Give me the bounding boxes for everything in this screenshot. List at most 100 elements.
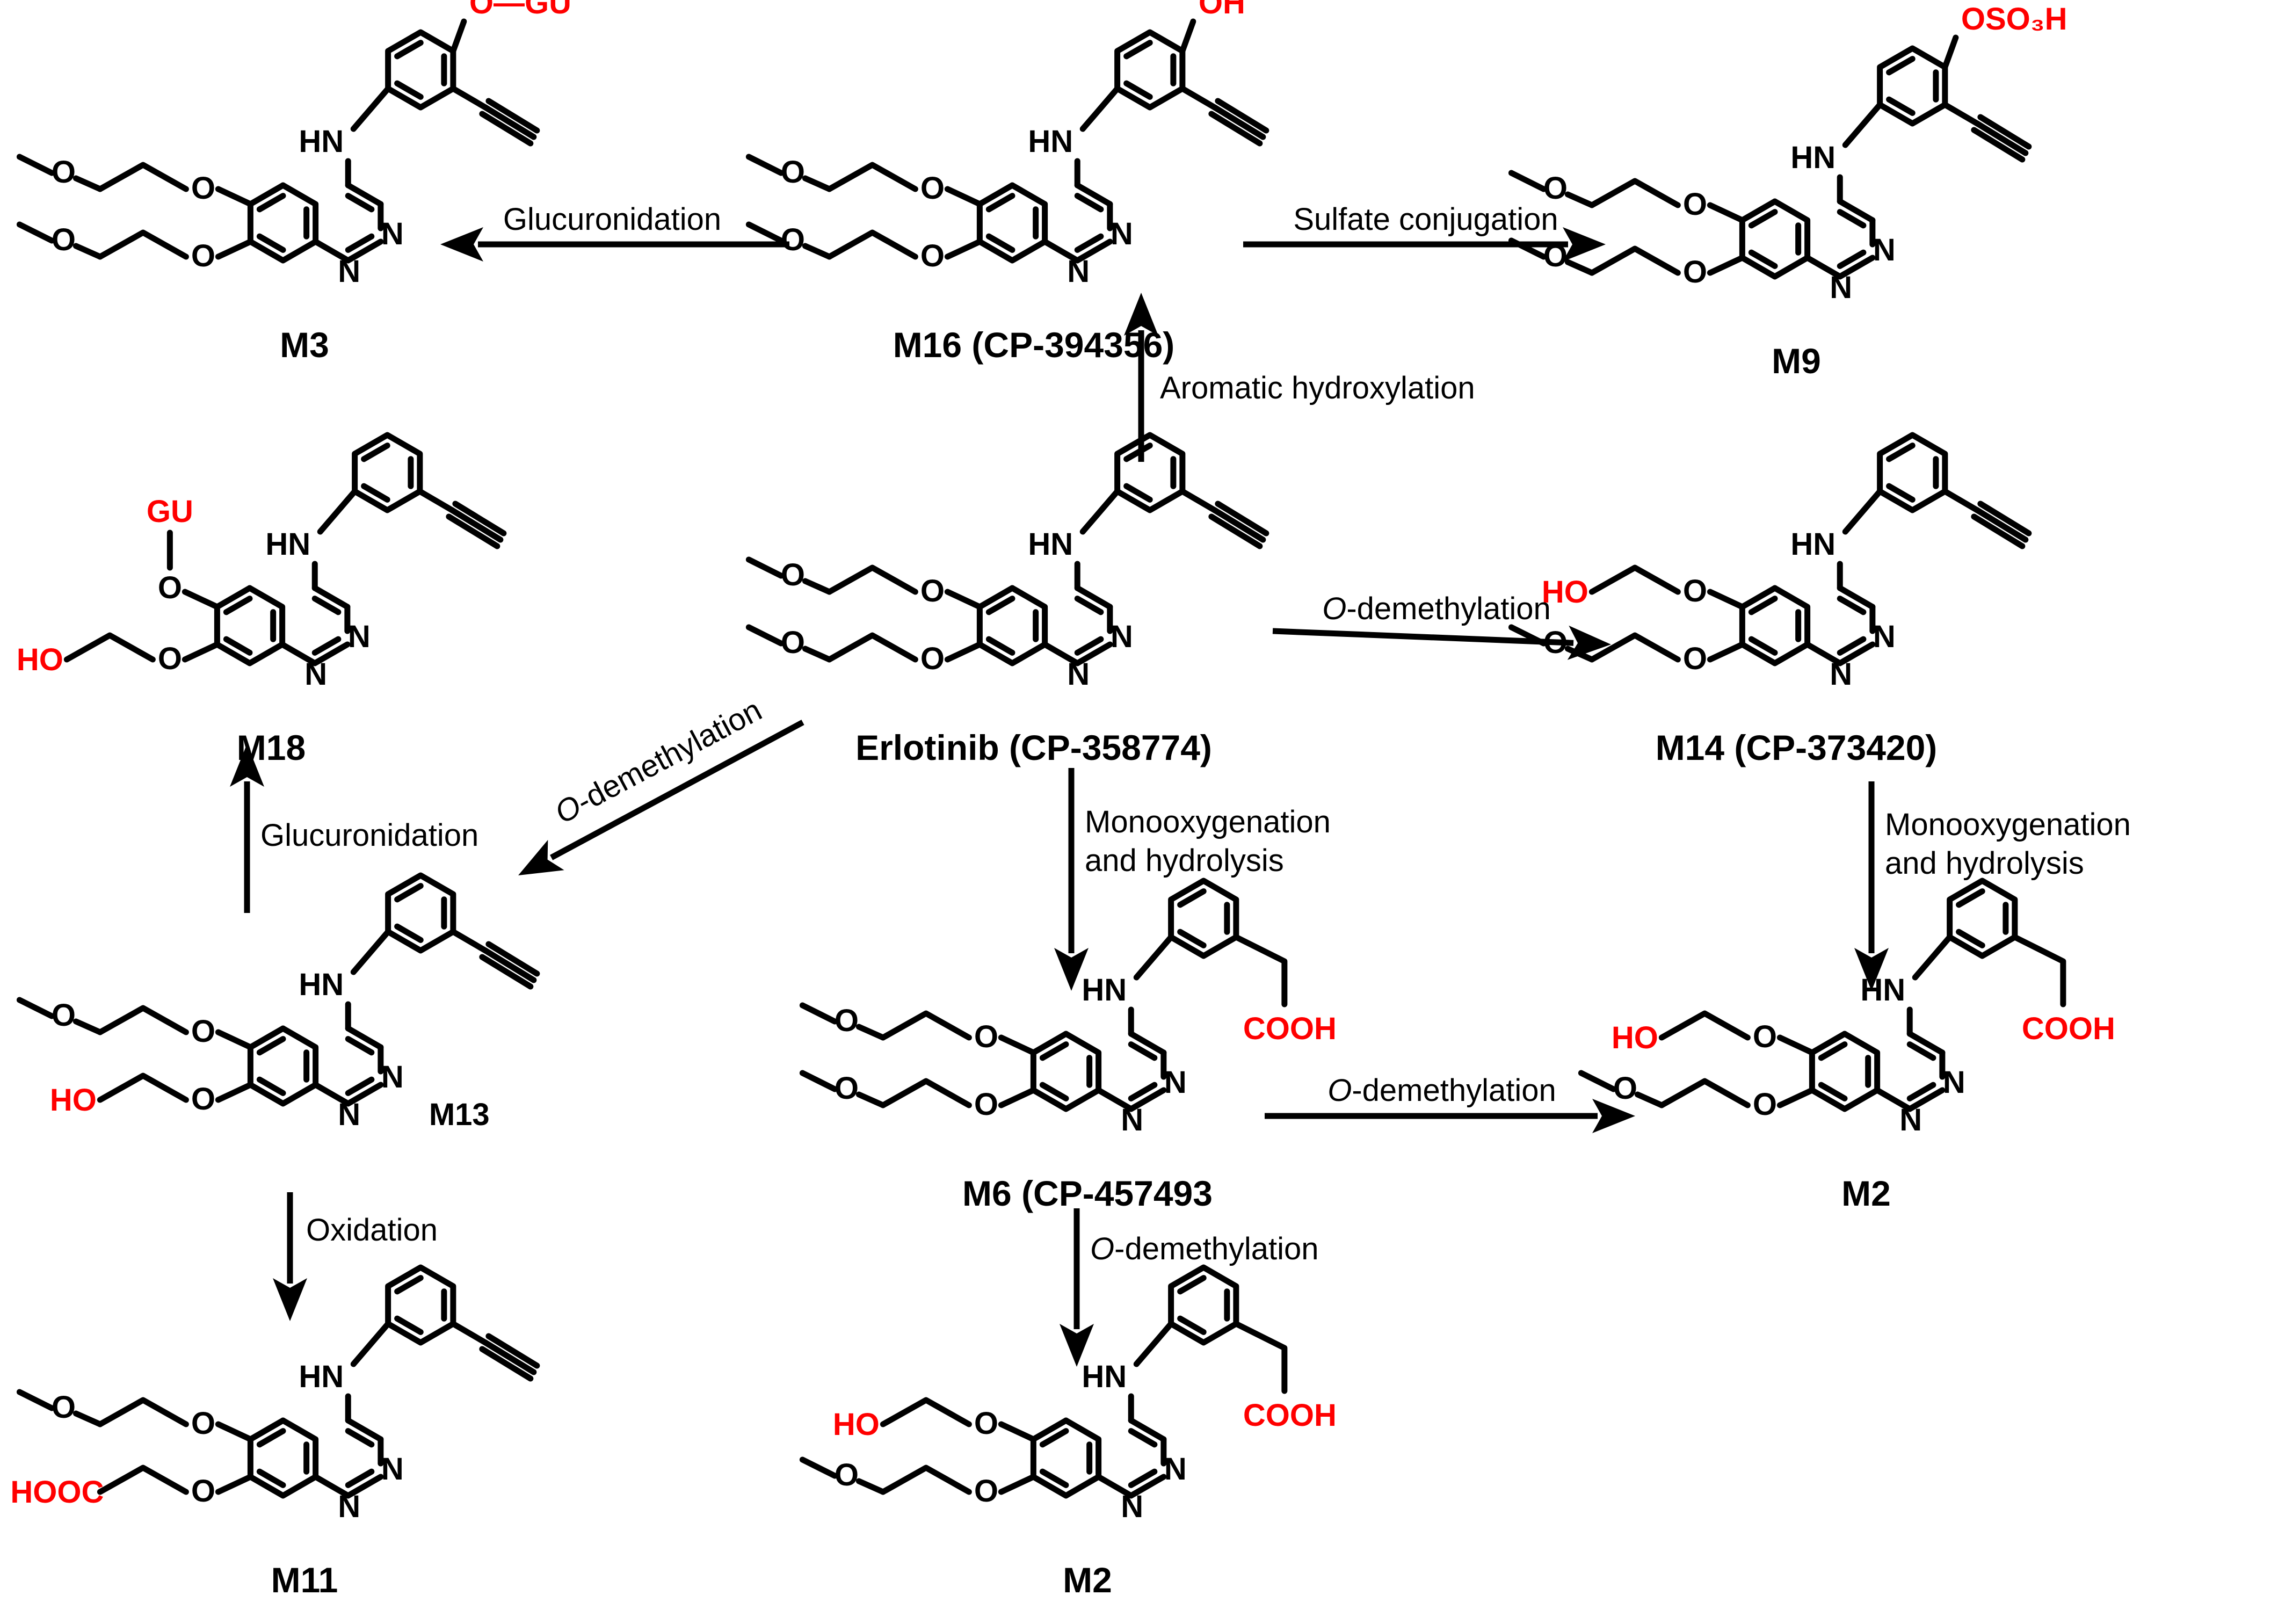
compound-label: M14 (CP-373420) <box>1656 728 1938 767</box>
nh-bond <box>1133 934 1174 981</box>
pyrimidine-bond <box>1837 585 1876 610</box>
double-bond <box>1906 1082 1936 1101</box>
italic-o: O <box>1322 591 1346 626</box>
arrow-head <box>273 1278 307 1321</box>
n-atom: N <box>1830 270 1852 305</box>
substituent-6-chain <box>826 564 918 595</box>
substituent-6-chain <box>1588 178 1681 208</box>
n-atom: N <box>1067 657 1090 692</box>
substituent-7-o: O <box>1753 1087 1777 1122</box>
double-bond <box>1074 233 1104 253</box>
substituent-7-bond <box>998 1474 1036 1495</box>
substituent-7-o: O <box>920 641 945 676</box>
double-bond <box>394 923 424 943</box>
triple-bond <box>452 501 507 536</box>
arrow-head <box>1124 293 1158 336</box>
n-atom: N <box>304 657 327 692</box>
pyrimidine-bond <box>279 641 351 666</box>
substituent-6-chain <box>880 1397 972 1427</box>
triple-bond <box>1208 513 1263 549</box>
substituent-6-o: O <box>1683 187 1707 222</box>
substituent-7-chain <box>1564 259 1595 276</box>
n-atom: N <box>381 1060 404 1094</box>
substituent-6-o: O <box>1683 574 1707 608</box>
substituent-7-chain <box>880 1465 972 1495</box>
compound-label: M6 (CP-457493 <box>962 1173 1213 1213</box>
double-bond <box>1886 56 1916 76</box>
double-bond <box>1748 596 1778 615</box>
substituent-7-o: O <box>781 222 805 257</box>
substituent-6-chain <box>16 1389 55 1411</box>
substituent-6-bond <box>998 1421 1036 1442</box>
triple-bond <box>1977 114 2032 150</box>
substituent-6-chain <box>826 162 918 192</box>
substituent-6-o: O <box>974 1406 998 1441</box>
triple-bond <box>1211 507 1266 543</box>
hn-atom: HN <box>1082 1359 1127 1394</box>
para-substituent: OSO₃H <box>1961 2 2067 37</box>
substituent-7-ho: HO <box>17 642 63 677</box>
substituent-6-chain <box>16 154 55 176</box>
substituent-7-chain <box>799 1456 838 1479</box>
substituent-6-bond <box>1776 1034 1815 1056</box>
substituent-7-chain <box>63 632 156 663</box>
substituent-7-o: O <box>1613 1071 1637 1106</box>
substituent-6-o: O <box>974 1019 998 1054</box>
substituent-6-chain <box>72 175 103 192</box>
substituent-7-chain <box>826 632 918 663</box>
italic-o: O <box>1090 1231 1114 1266</box>
arrow-label: Monooxygenation <box>1085 804 1331 839</box>
triple-bond <box>1971 513 2026 549</box>
arrow-label-line2: and hydrolysis <box>1885 846 2084 881</box>
pyrimidine-bond <box>1074 585 1113 610</box>
double-bond <box>1039 1082 1069 1101</box>
double-bond <box>1906 1041 1936 1061</box>
n-atom: N <box>338 1097 360 1132</box>
arrow-head <box>230 744 264 787</box>
substituent-6-ho: HO <box>833 1407 880 1442</box>
substituent-7-o: O <box>1683 255 1707 289</box>
arrow-label-line2: and hydrolysis <box>1085 843 1284 878</box>
aniline-ring <box>385 872 456 954</box>
compound-label: M13 <box>429 1097 490 1132</box>
ethynyl-bond <box>1179 85 1218 111</box>
label-text: -demethylation <box>1114 1231 1318 1266</box>
aniline-ring <box>1168 1264 1239 1346</box>
triple-bond <box>485 1333 540 1369</box>
triple-bond <box>485 98 540 134</box>
substituent-6-ho: HO <box>1612 1020 1658 1055</box>
substituent-6-bond <box>944 589 983 610</box>
substituent-6-bond <box>944 186 983 207</box>
double-bond <box>1818 1082 1848 1101</box>
double-bond <box>1039 1428 1069 1448</box>
arrow-o-demethylation-m6: O-demethylation <box>1265 1073 1635 1133</box>
arrow-head <box>518 839 564 875</box>
substituent-7-o: O <box>974 1474 998 1509</box>
pyrimidine-bond <box>1096 1474 1167 1499</box>
substituent-7-chain <box>802 243 832 260</box>
hn-atom: HN <box>1790 140 1836 175</box>
substituent-7-bond <box>1776 1087 1815 1108</box>
substituent-7-chain <box>1588 632 1681 663</box>
arrow-head <box>1592 1099 1635 1133</box>
arrow-label: Sulfate conjugation <box>1293 202 1558 237</box>
double-bond <box>1748 209 1778 229</box>
arrow-label: Glucuronidation <box>260 818 478 853</box>
double-bond <box>1837 636 1867 656</box>
pyrimidine-bond <box>1906 1031 1946 1056</box>
triple-bond <box>1215 501 1269 536</box>
arrow-head <box>1054 948 1089 991</box>
pyrimidine-bond <box>1042 238 1113 264</box>
double-bond <box>1039 1468 1069 1488</box>
substituent-6-bond <box>215 1421 253 1442</box>
substituent-7-chain <box>97 1465 189 1495</box>
compound-label: M3 <box>280 325 329 365</box>
double-bond <box>345 193 375 213</box>
pyrimidine-bond <box>1128 1417 1167 1442</box>
arrow-label: Glucuronidation <box>503 202 721 237</box>
ch2-bond <box>2012 934 2066 1007</box>
